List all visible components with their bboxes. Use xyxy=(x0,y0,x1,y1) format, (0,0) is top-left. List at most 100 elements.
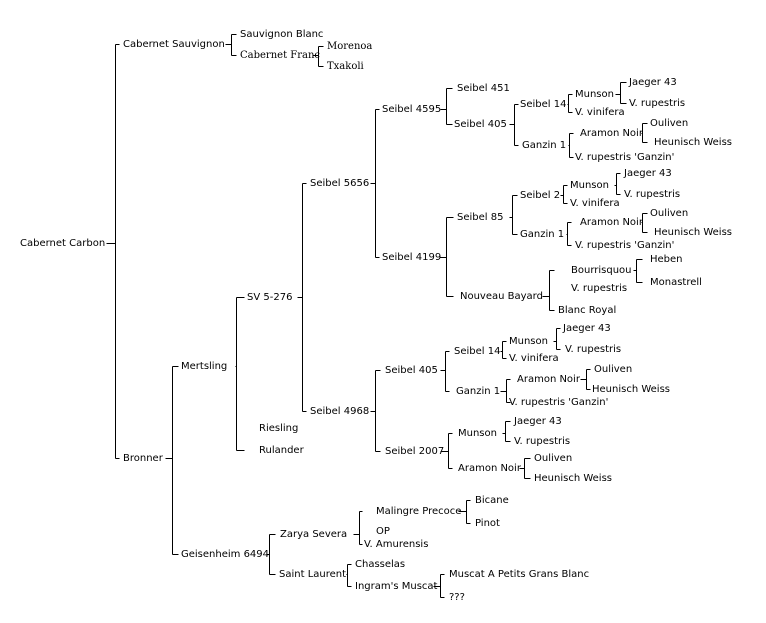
tree-connector xyxy=(440,88,453,125)
node-monastrell: Monastrell xyxy=(650,277,702,288)
node-jaeger-43: Jaeger 43 xyxy=(562,323,611,334)
tree-connector xyxy=(567,94,573,113)
node-cabernet-franc: Cabernet Franc xyxy=(240,50,320,61)
node-ingrams-muscat: Ingram's Muscat xyxy=(355,581,438,592)
node-chasselas: Chasselas xyxy=(355,559,405,570)
node-bourrisquou: Bourrisquou xyxy=(571,265,632,276)
node-geisenheim-6494: Geisenheim 6494 xyxy=(181,549,269,560)
node-seibel-14: Seibel 14 xyxy=(520,99,566,110)
node-muscat-a-petits-grans-blanc: Muscat A Petits Grans Blanc xyxy=(449,569,589,580)
tree-connector xyxy=(615,82,627,104)
tree-connector xyxy=(440,351,450,392)
tree-connector xyxy=(509,195,518,235)
node-v-rupestris: V. rupestris xyxy=(624,189,680,200)
node-ganzin-1: Ganzin 1 xyxy=(456,386,500,397)
node-seibel-4595: Seibel 4595 xyxy=(382,104,441,115)
tree-connector xyxy=(312,46,324,67)
node-v-rupestris-ganzin: V. rupestris 'Ganzin' xyxy=(509,397,608,408)
tree-connector xyxy=(235,297,245,451)
tree-connector xyxy=(266,534,276,575)
tree-connector xyxy=(502,421,511,442)
node-jaeger-43: Jaeger 43 xyxy=(628,77,677,88)
tree-connector xyxy=(370,370,381,452)
node-seibel-4199: Seibel 4199 xyxy=(382,252,441,263)
tree-connector xyxy=(509,104,519,146)
node-ganzin-1: Ganzin 1 xyxy=(520,229,564,240)
tree-connector xyxy=(633,259,643,283)
tree-connector xyxy=(500,379,511,403)
node-seibel-451: Seibel 451 xyxy=(457,83,510,94)
node-saint-laurent: Saint Laurent xyxy=(279,569,346,580)
node-zarya-severa: Zarya Severa xyxy=(280,529,347,540)
node-heunisch-weiss: Heunisch Weiss xyxy=(592,384,670,395)
node-nouveau-bayard: Nouveau Bayard xyxy=(460,291,543,302)
tree-connector xyxy=(560,185,568,204)
node-rulander: Rulander xyxy=(259,445,305,456)
node-bicane: Bicane xyxy=(475,495,509,506)
node-heunisch-weiss: Heunisch Weiss xyxy=(654,137,732,148)
tree-connector xyxy=(566,222,572,246)
tree-connector xyxy=(641,123,648,143)
tree-connector xyxy=(542,270,555,311)
node-sv-5-276: SV 5-276 xyxy=(247,292,292,303)
node-aramon-noir: Aramon Noir xyxy=(458,463,522,474)
tree-edges xyxy=(106,34,648,598)
tree-connector xyxy=(519,458,531,479)
tree-connector xyxy=(353,511,363,545)
tree-connector xyxy=(106,44,120,459)
node-unknown-parent: ??? xyxy=(449,592,465,603)
node-malingre-precoce: Malingre Precoce xyxy=(376,506,461,517)
node-jaeger-43: Jaeger 43 xyxy=(623,168,672,179)
node-seibel-405: Seibel 405 xyxy=(385,365,438,376)
node-seibel-2007: Seibel 2007 xyxy=(385,446,444,457)
tree-connector xyxy=(433,574,445,598)
node-morenoa: Morenoa xyxy=(327,41,372,52)
tree-connector xyxy=(458,500,471,524)
node-jaeger-43: Jaeger 43 xyxy=(513,416,562,427)
tree-connector xyxy=(641,213,648,233)
node-op: OP xyxy=(376,526,390,537)
node-munson: Munson xyxy=(570,180,609,191)
tree-connector xyxy=(225,34,237,56)
node-v-rupestris: V. rupestris xyxy=(514,436,570,447)
node-seibel-85: Seibel 85 xyxy=(457,212,503,223)
node-cabernet-sauvignon: Cabernet Sauvignon xyxy=(123,39,225,50)
node-v-vinifera: V. vinifera xyxy=(570,198,620,209)
tree-labels: Cabernet Carbon Cabernet Sauvignon Sauvi… xyxy=(20,29,732,603)
node-v-rupestris: V. rupestris xyxy=(629,98,685,109)
node-munson: Munson xyxy=(575,89,614,100)
node-aramon-noir: Aramon Noir xyxy=(580,217,644,228)
tree-connector xyxy=(614,173,621,195)
node-seibel-14: Seibel 14 xyxy=(454,346,500,357)
node-v-vinifera: V. vinifera xyxy=(575,107,625,118)
tree-connector xyxy=(580,369,591,390)
node-v-rupestris-ganzin: V. rupestris 'Ganzin' xyxy=(575,152,674,163)
node-pinot: Pinot xyxy=(475,518,500,529)
node-heben: Heben xyxy=(650,254,683,265)
node-ouliven: Ouliven xyxy=(650,208,688,219)
node-mertsling: Mertsling xyxy=(181,361,227,372)
tree-connector xyxy=(440,433,453,469)
node-ouliven: Ouliven xyxy=(650,118,688,129)
node-seibel-405: Seibel 405 xyxy=(454,119,507,130)
node-v-rupestris: V. rupestris xyxy=(565,344,621,355)
node-blanc-royal: Blanc Royal xyxy=(558,305,616,316)
node-aramon-noir: Aramon Noir xyxy=(517,374,581,385)
tree-connector xyxy=(553,328,561,350)
node-ouliven: Ouliven xyxy=(594,364,632,375)
node-v-vinifera: V. vinifera xyxy=(509,353,559,364)
node-heunisch-weiss: Heunisch Weiss xyxy=(534,473,612,484)
node-bronner: Bronner xyxy=(123,453,164,464)
node-v-rupestris: V. rupestris xyxy=(571,283,627,294)
node-seibel-4968: Seibel 4968 xyxy=(310,406,369,417)
node-seibel-5656: Seibel 5656 xyxy=(310,178,369,189)
node-v-rupestris-ganzin: V. rupestris 'Ganzin' xyxy=(575,240,674,251)
tree-connector xyxy=(165,366,179,555)
tree-connector xyxy=(297,183,307,412)
tree-connector xyxy=(346,564,352,587)
node-sauvignon-blanc: Sauvignon Blanc xyxy=(240,29,323,40)
node-munson: Munson xyxy=(458,428,497,439)
node-cabernet-carbon: Cabernet Carbon xyxy=(20,238,105,249)
